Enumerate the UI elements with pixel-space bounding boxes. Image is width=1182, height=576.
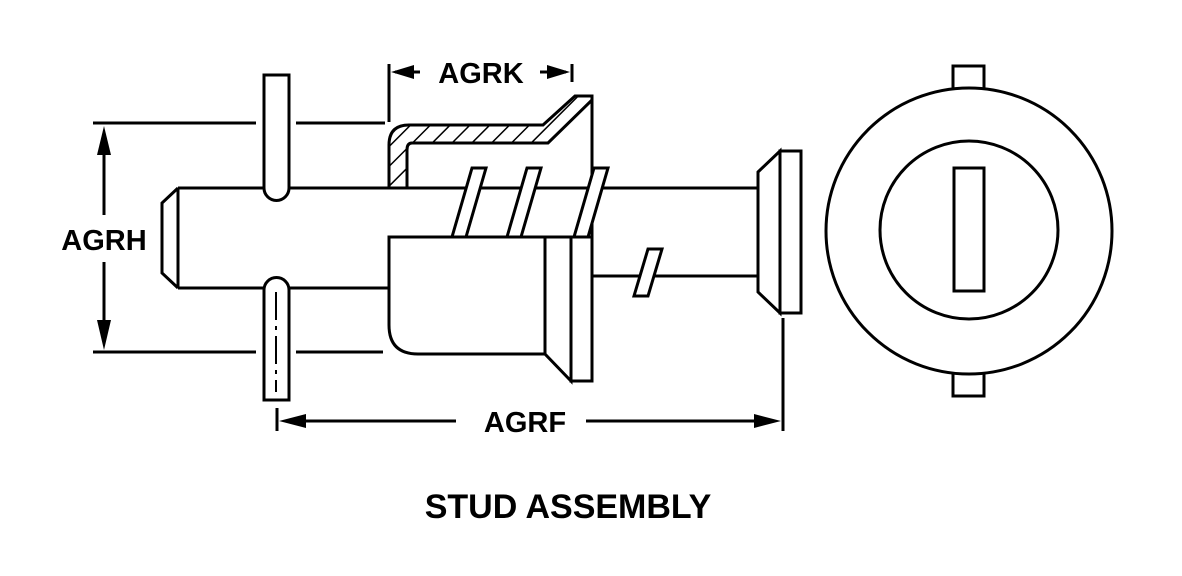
dimension-label-agrk: AGRK [438, 58, 523, 90]
stud-head [778, 149, 803, 315]
end-view-tab-bottom [951, 370, 986, 398]
stud-shaft [160, 186, 758, 290]
dimension-agrh: AGRH [61, 121, 385, 354]
cross-pin-upper [262, 73, 291, 202]
stud-head-taper [756, 147, 782, 317]
diagram-title: STUD ASSEMBLY [425, 488, 712, 526]
stud-chamfer-tip [160, 186, 180, 290]
receptacle-flange [569, 235, 594, 383]
end-view-slot [952, 166, 986, 293]
dimension-label-agrh: AGRH [61, 225, 146, 257]
end-view [824, 64, 1114, 398]
spring-coil-break [631, 247, 665, 298]
retainer-spring [387, 94, 594, 190]
dimension-label-agrf: AGRF [484, 407, 566, 439]
end-view-tab-top [951, 64, 986, 92]
dimension-agrf: AGRF [275, 318, 785, 439]
dimension-agrk: AGRK [387, 58, 574, 122]
side-view: AGRK AGRH AGRF [61, 58, 803, 439]
end-view-inner-ring [878, 139, 1060, 321]
receptacle-flare [543, 235, 573, 385]
receptacle-body [387, 235, 547, 356]
